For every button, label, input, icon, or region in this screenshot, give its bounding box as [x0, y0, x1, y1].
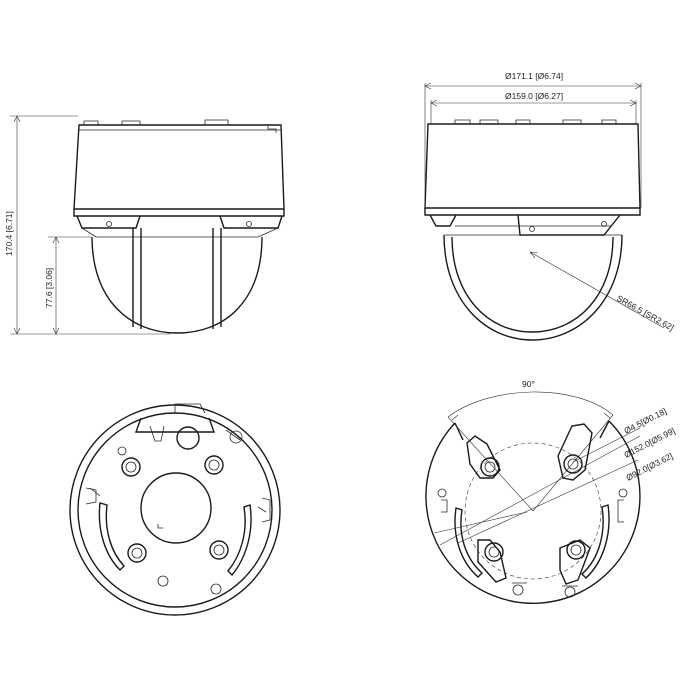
dim-total-height: 170.4 [6.71] — [4, 211, 14, 256]
dim-dome-radius: SR66.5 [SR2.62] — [615, 293, 676, 333]
mounting-hole — [480, 454, 586, 562]
dim-dome-height: 77.6 [3.06] — [44, 268, 54, 308]
bottom-view — [69, 403, 281, 616]
dim-outer-diameter: Ø171.1 [Ø6.74] — [505, 71, 563, 81]
mounting-template: 90° Ø4.5[Ø0.18] Ø152.0[Ø5.99] — [425, 379, 677, 604]
dim-angle: 90° — [522, 379, 535, 389]
dim-body-diameter: Ø159.0 [Ø6.27] — [505, 91, 563, 101]
screw-boss — [121, 455, 229, 563]
side-view: Ø171.1 [Ø6.74] Ø159.0 [Ø6.27] SR66.5 [SR… — [424, 71, 676, 341]
front-view: 170.4 [6.71] 77.6 [3.06] — [4, 115, 285, 335]
